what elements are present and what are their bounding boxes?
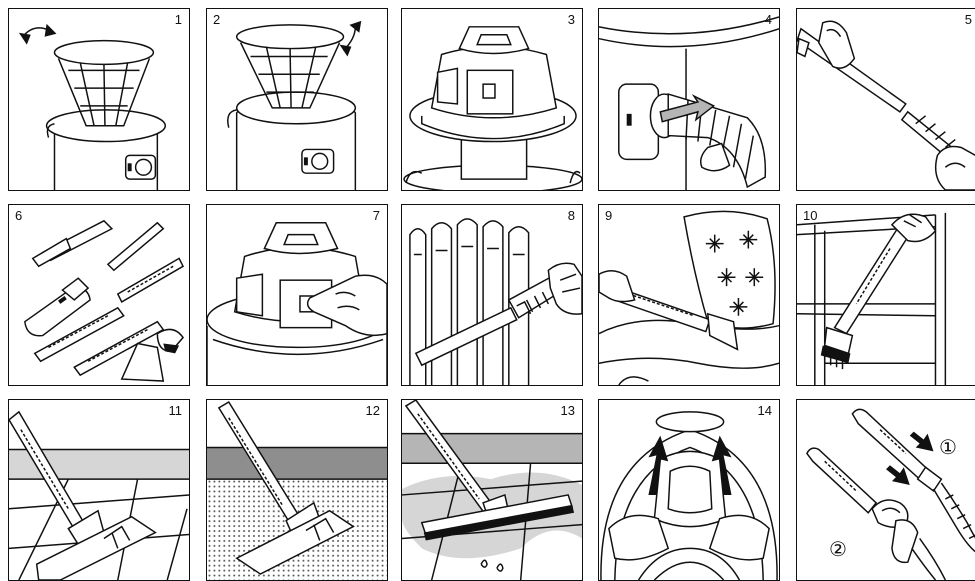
panel-number: 8: [568, 209, 575, 222]
panel-2: 2: [206, 8, 388, 191]
panel-number: 5: [965, 13, 972, 26]
panel-number: 7: [373, 209, 380, 222]
panel-14: 14: [598, 399, 780, 581]
panel-1: 1: [8, 8, 190, 191]
panel-number: 10: [803, 209, 817, 222]
power-switch-icon: [207, 205, 387, 385]
panel-5: 5: [796, 8, 975, 191]
panel-number: 6: [15, 209, 22, 222]
upholstery-nozzle-icon: [599, 205, 779, 385]
panel-7: 7: [206, 204, 388, 386]
hose-connect-icon: [599, 9, 779, 190]
radiator-crevice-icon: [402, 205, 582, 385]
panel-number: 3: [568, 13, 575, 26]
release-clips-icon: [599, 400, 779, 580]
panel-12: 12: [206, 399, 388, 581]
panel-8: 8: [401, 204, 583, 386]
panel-3: 3: [401, 8, 583, 191]
vacuum-head-icon: [402, 9, 582, 190]
filter-removal-icon: [9, 9, 189, 190]
panel-13: 13: [401, 399, 583, 581]
wet-floor-icon: [402, 400, 582, 580]
panel-number: 14: [758, 404, 772, 417]
tube-assembly-icon: [797, 9, 975, 190]
panel-number: 13: [561, 404, 575, 417]
hard-floor-icon: [9, 400, 189, 580]
panel-number: 11: [169, 404, 183, 417]
panel-11: 11: [8, 399, 190, 581]
accessories-icon: [9, 205, 189, 385]
carpet-floor-icon: [207, 400, 387, 580]
panel-number: 4: [765, 13, 772, 26]
panel-6: 6: [8, 204, 190, 386]
panel-number: 12: [366, 404, 380, 417]
panel-number: 9: [605, 209, 612, 222]
dusting-brush-icon: [797, 205, 975, 385]
panel-4: 4: [598, 8, 780, 191]
panel-number: 1: [175, 13, 182, 26]
panel-10: 10: [796, 204, 975, 386]
panel-9: 9: [598, 204, 780, 386]
step-marker-2: ②: [829, 540, 847, 560]
hose-detach-icon: [797, 400, 975, 580]
panel-15: 15 ① ②: [796, 399, 975, 581]
step-marker-1: ①: [939, 438, 957, 458]
filter-install-icon: [207, 9, 387, 190]
panel-number: 2: [213, 13, 220, 26]
